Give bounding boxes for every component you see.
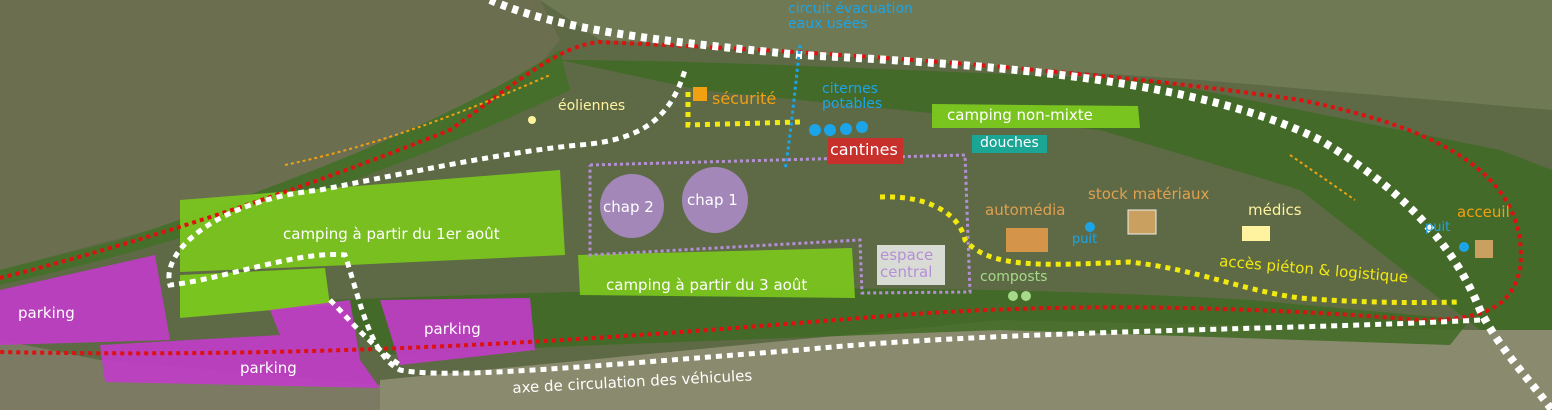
label-acceuil: acceuil — [1457, 203, 1510, 221]
label-puit-1: puit — [1072, 232, 1098, 247]
tree-band-south — [330, 288, 1470, 355]
field-north — [540, 0, 1552, 110]
vehicle-axis — [166, 69, 1481, 376]
label-chap1: chap 1 — [687, 191, 738, 209]
field-northwest — [0, 0, 560, 270]
pedestrian-access — [685, 92, 1461, 306]
security-marker — [693, 87, 707, 101]
cantines-zone — [828, 138, 903, 164]
acceuil-building — [1475, 240, 1493, 258]
compost-marker — [1008, 291, 1018, 301]
espace-central-box — [877, 245, 945, 285]
label-camping-non-mixte: camping non-mixte — [947, 106, 1093, 124]
label-cantines: cantines — [830, 140, 898, 159]
stock-building — [1127, 209, 1157, 235]
water-tank — [856, 121, 868, 133]
label-espace-central: espace central — [880, 246, 934, 281]
label-composts: composts — [980, 269, 1048, 285]
chapiteau-1 — [682, 167, 748, 233]
label-parking-2: parking — [240, 359, 297, 377]
field-south — [380, 320, 1552, 410]
compost-marker — [1021, 291, 1031, 301]
public-road — [488, 0, 1552, 410]
label-douches: douches — [980, 135, 1039, 151]
camping-zone-3-aout — [578, 248, 855, 298]
automedia-building — [1006, 228, 1048, 252]
wind-turbine-marker — [528, 116, 536, 124]
site-boundary — [0, 39, 1523, 356]
label-stock: stock matériaux — [1088, 185, 1210, 203]
tree-band-north — [560, 60, 1552, 330]
label-chap2: chap 2 — [603, 198, 654, 216]
well-marker-2 — [1459, 242, 1469, 252]
label-eoliennes: éoliennes — [558, 98, 626, 114]
water-tank — [809, 124, 821, 136]
medics-marker — [1242, 226, 1270, 241]
central-area-outline — [588, 153, 972, 295]
camping-zone-non-mixte — [932, 104, 1140, 128]
chapiteau-2 — [600, 174, 664, 238]
label-parking-1: parking — [18, 304, 75, 322]
label-evacuation: circuit évacuation eaux usées — [788, 1, 913, 33]
label-puit-2: puit — [1425, 220, 1451, 235]
label-camping-1er: camping à partir du 1er août — [283, 225, 500, 243]
douches-zone — [972, 135, 1047, 153]
well-marker-1 — [1085, 222, 1095, 232]
parking-zone-2 — [100, 300, 380, 388]
label-camping-3: camping à partir du 3 août — [606, 276, 808, 294]
label-medics: médics — [1248, 201, 1302, 219]
parking-zone-1 — [0, 255, 170, 345]
wind-line — [284, 74, 551, 166]
label-parking-3: parking — [424, 320, 481, 338]
west-path — [328, 298, 402, 368]
east-orange-line — [1289, 154, 1356, 201]
label-citernes: citernes potables — [822, 81, 883, 113]
label-securite: sécurité — [712, 89, 777, 108]
label-automedia: automédia — [985, 201, 1066, 219]
water-tank — [840, 123, 852, 135]
water-tank — [824, 124, 836, 136]
wastewater-circuit — [783, 44, 802, 171]
camping-zone-west — [180, 268, 330, 318]
